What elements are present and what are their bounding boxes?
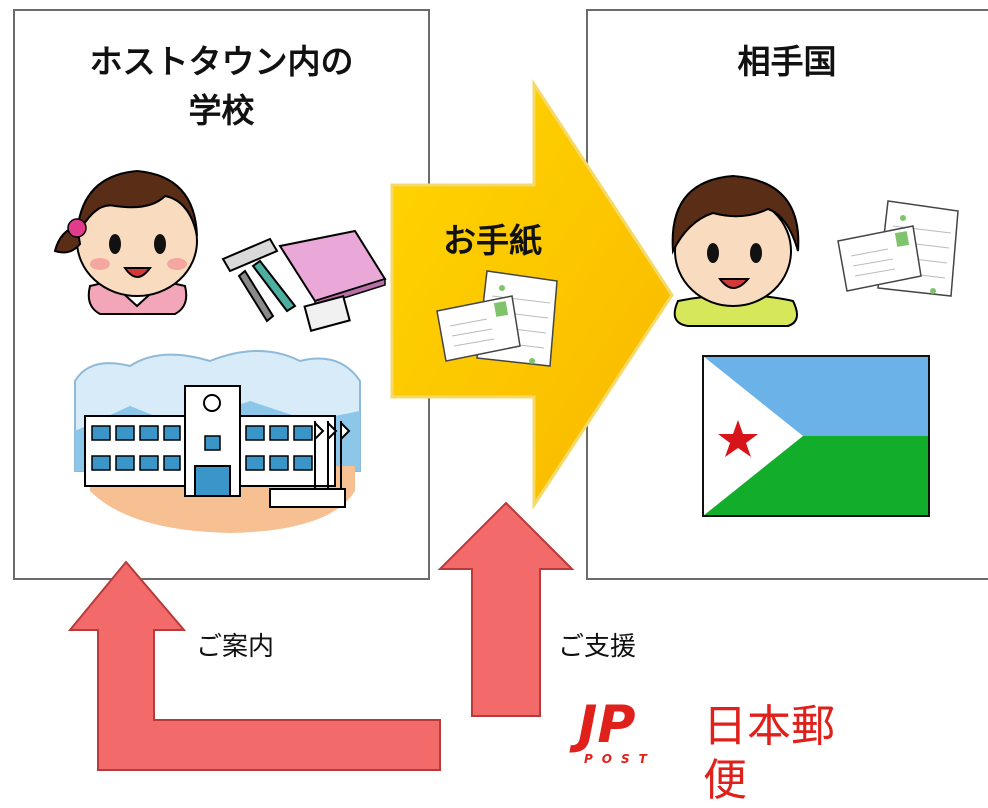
partner-country-title: 相手国 [737,42,837,81]
title-line-1: ホストタウン内の [89,42,354,81]
girl-student-icon [53,169,198,315]
post-text: POST [584,752,656,766]
flag-djibouti-icon [702,355,930,517]
japan-post-logo: JP POST 日本郵便 [578,695,878,806]
stationery-icon [221,229,387,332]
guidance-arrow [67,560,441,771]
letters-icon [837,200,959,297]
title-line-2: 学校 [188,91,255,130]
support-label: ご支援 [558,632,637,662]
japan-post-name: 日本郵便 [703,701,835,806]
guidance-label: ご案内 [196,632,275,662]
jp-mark: JP [578,695,636,755]
host-town-school-panel: ホストタウン内の 学校 [13,9,430,580]
school-building-icon [74,350,361,533]
boy-icon [671,174,800,327]
center-arrow-label: お手紙 [443,221,542,260]
host-town-school-title: ホストタウン内の 学校 [15,37,428,135]
letters-icon [436,270,558,367]
support-arrow [437,501,575,717]
